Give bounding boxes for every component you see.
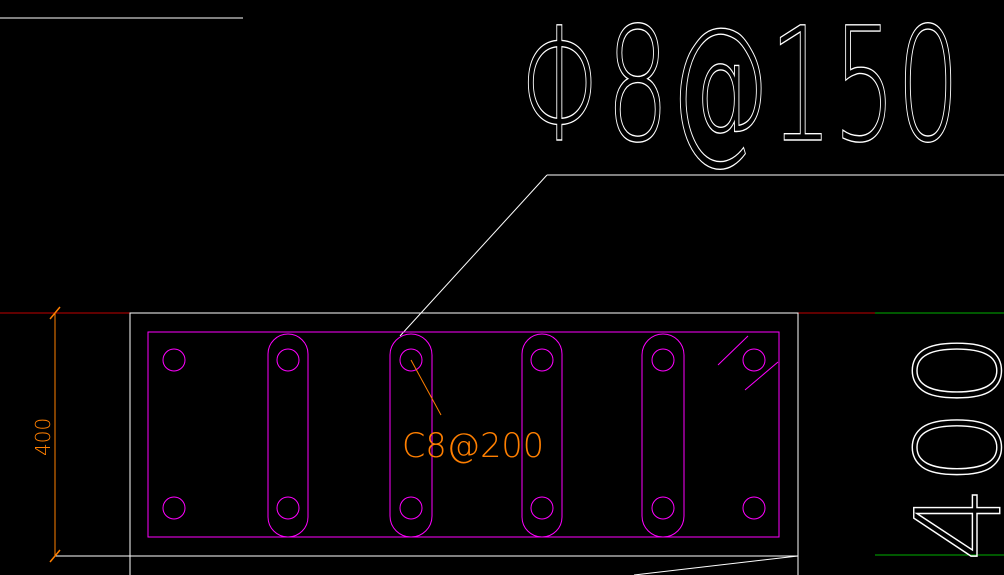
section-dimension-text: 400 bbox=[31, 418, 55, 456]
stirrup-hook-mark bbox=[744, 361, 779, 391]
rebar-bar bbox=[530, 348, 554, 372]
rebar-bar bbox=[651, 496, 675, 520]
rebar-bar bbox=[399, 496, 423, 520]
dimension-tick-top bbox=[49, 306, 61, 320]
rebar-bar bbox=[276, 496, 300, 520]
stirrup-callout-leader bbox=[410, 359, 442, 416]
stirrup-loop bbox=[521, 333, 563, 538]
rebar-bar bbox=[276, 348, 300, 372]
rebar-bar bbox=[530, 496, 554, 520]
rebar-bar bbox=[399, 348, 423, 372]
stirrup-outer-rect bbox=[147, 331, 780, 538]
rebar-bar bbox=[162, 496, 186, 520]
section-bottom-slant bbox=[633, 555, 799, 575]
main-rebar-callout-text: Φ8@150 bbox=[520, 0, 960, 178]
stirrup-hook-mark bbox=[717, 335, 749, 366]
stirrup-loop bbox=[641, 333, 685, 538]
right-dimension-text: 400 bbox=[890, 332, 1004, 562]
rebar-bar bbox=[162, 348, 186, 372]
dimension-tick-bottom bbox=[49, 549, 61, 563]
rebar-bar bbox=[651, 348, 675, 372]
stirrup-loop bbox=[267, 333, 309, 538]
callout-leader-line bbox=[399, 174, 548, 337]
rebar-bar bbox=[742, 496, 766, 520]
section-outline bbox=[129, 312, 799, 575]
stirrup-loop bbox=[389, 333, 433, 538]
rebar-bar bbox=[742, 348, 766, 372]
stirrup-callout-text: C8@200 bbox=[402, 426, 544, 466]
